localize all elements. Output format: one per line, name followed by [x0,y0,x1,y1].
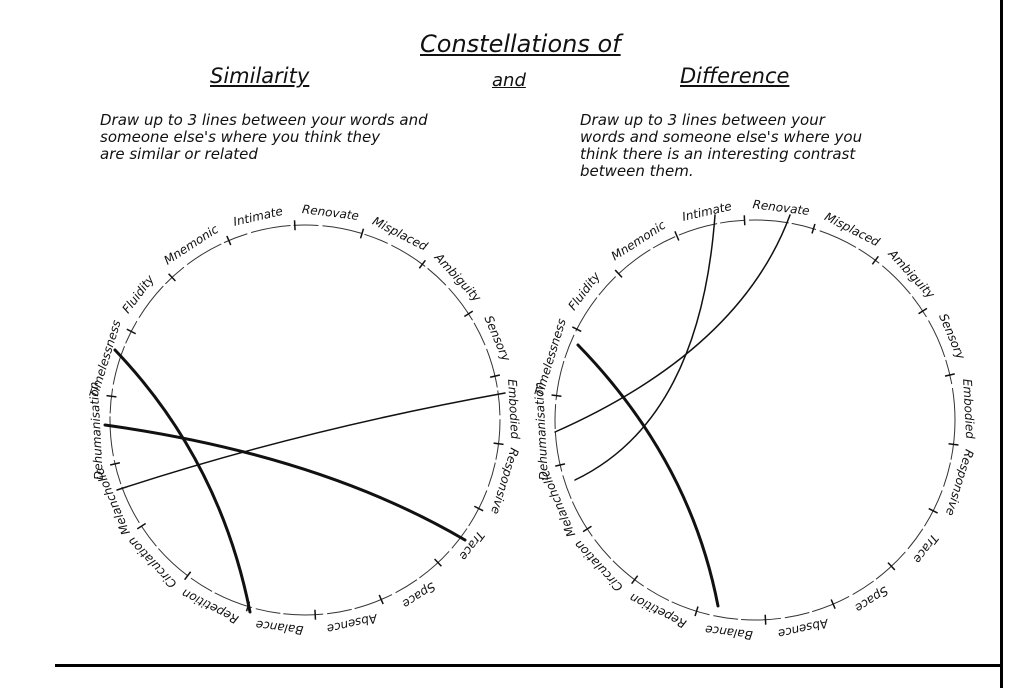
tick-mark [551,394,562,397]
word-label-timelessness: Timelessness [87,318,124,399]
word-label-intimate: Intimate [681,199,733,224]
tick-mark [136,522,147,530]
tick-mark [764,614,767,625]
tick-mark [106,394,117,398]
tick-mark [887,562,896,571]
difference-line [574,214,716,481]
tick-mark [314,609,317,620]
similarity-line [113,348,252,614]
word-label-embodied: Embodied [505,379,522,440]
tick-mark [226,235,232,246]
page-title: Constellations of [420,30,621,58]
similarity-line [103,423,467,542]
word-label-space: Space [852,584,890,616]
word-label-space: Space [400,579,438,611]
word-label-responsive: Responsive [488,446,521,516]
word-label-dehumanisation: Dehumanisation [532,382,551,481]
word-label-absence: Absence [777,616,831,641]
tick-mark [582,525,592,533]
word-label-ambiguity: Ambiguity [885,246,938,302]
word-label-misplaced: Misplaced [370,214,430,254]
tick-mark [572,326,582,333]
tick-mark [948,443,959,446]
difference-line [554,214,791,433]
tick-mark [743,215,746,226]
word-label-balance: Balance [704,623,753,643]
scan-edge [55,664,1000,667]
tick-mark [293,220,296,231]
tick-mark [126,328,137,335]
tick-mark [674,231,680,241]
word-label-fluidity: Fluidity [119,272,157,316]
tick-mark [811,223,816,234]
word-label-misplaced: Misplaced [822,210,882,250]
word-label-dehumanisation: Dehumanisation [87,381,106,480]
tick-mark [473,505,484,512]
tick-mark [871,255,879,265]
similarity-heading: Similarity [210,64,310,88]
tick-mark [359,228,365,239]
word-label-renovate: Renovate [301,202,359,223]
difference-instructions: Draw up to 3 lines between your words an… [580,111,863,180]
similarity-circle: Mnemonic Intimate RenovateMisplacedAmbigui… [87,202,523,637]
word-label-sensory: Sensory [482,313,514,364]
tick-mark [830,599,836,609]
word-label-repetition: Repetition [179,586,240,627]
word-label-embodied: Embodied [960,378,977,439]
difference-heading: Difference [680,64,790,88]
word-label-renovate: Renovate [752,197,810,218]
tick-mark [614,269,623,278]
difference-line [576,343,720,608]
word-label-sensory: Sensory [936,311,968,362]
word-label-mnemonic: Mnemonic [609,218,669,264]
tick-mark [168,273,176,282]
word-label-intimate: Intimate [232,204,284,229]
tick-mark [434,558,442,567]
word-label-circulation: Circulation [125,534,179,591]
similarity-instructions: Draw up to 3 lines between your words an… [100,111,428,163]
word-label-circulation: Circulation [571,538,625,595]
tick-mark [928,507,938,514]
circle-outline [554,219,956,621]
tick-mark [555,463,566,467]
tick-mark [918,307,928,315]
difference-circle: Mnemonic Intimate RenovateMisplacedAmbigui… [532,197,978,642]
tick-mark [378,594,384,605]
circle-outline [109,224,501,616]
and-connector: and [492,70,526,91]
word-label-balance: Balance [255,618,304,638]
tick-mark [493,442,504,446]
tick-mark [944,373,955,377]
word-label-ambiguity: Ambiguity [431,250,484,306]
word-label-trace: Trace [910,532,941,567]
word-label-absence: Absence [326,611,380,636]
word-label-timelessness: Timelessness [532,317,569,398]
scan-edge [1000,0,1003,688]
tick-mark [631,575,639,585]
tick-mark [463,310,474,318]
word-label-mnemonic: Mnemonic [161,222,221,268]
word-label-responsive: Responsive [943,448,976,518]
tick-mark [418,259,426,269]
tick-mark [109,462,121,466]
word-label-repetition: Repetition [627,590,688,631]
tick-mark [694,606,699,617]
similarity-line [116,392,506,491]
word-label-fluidity: Fluidity [565,269,603,313]
tick-mark [184,571,192,581]
word-label-trace: Trace [456,529,487,564]
tick-mark [489,374,501,378]
